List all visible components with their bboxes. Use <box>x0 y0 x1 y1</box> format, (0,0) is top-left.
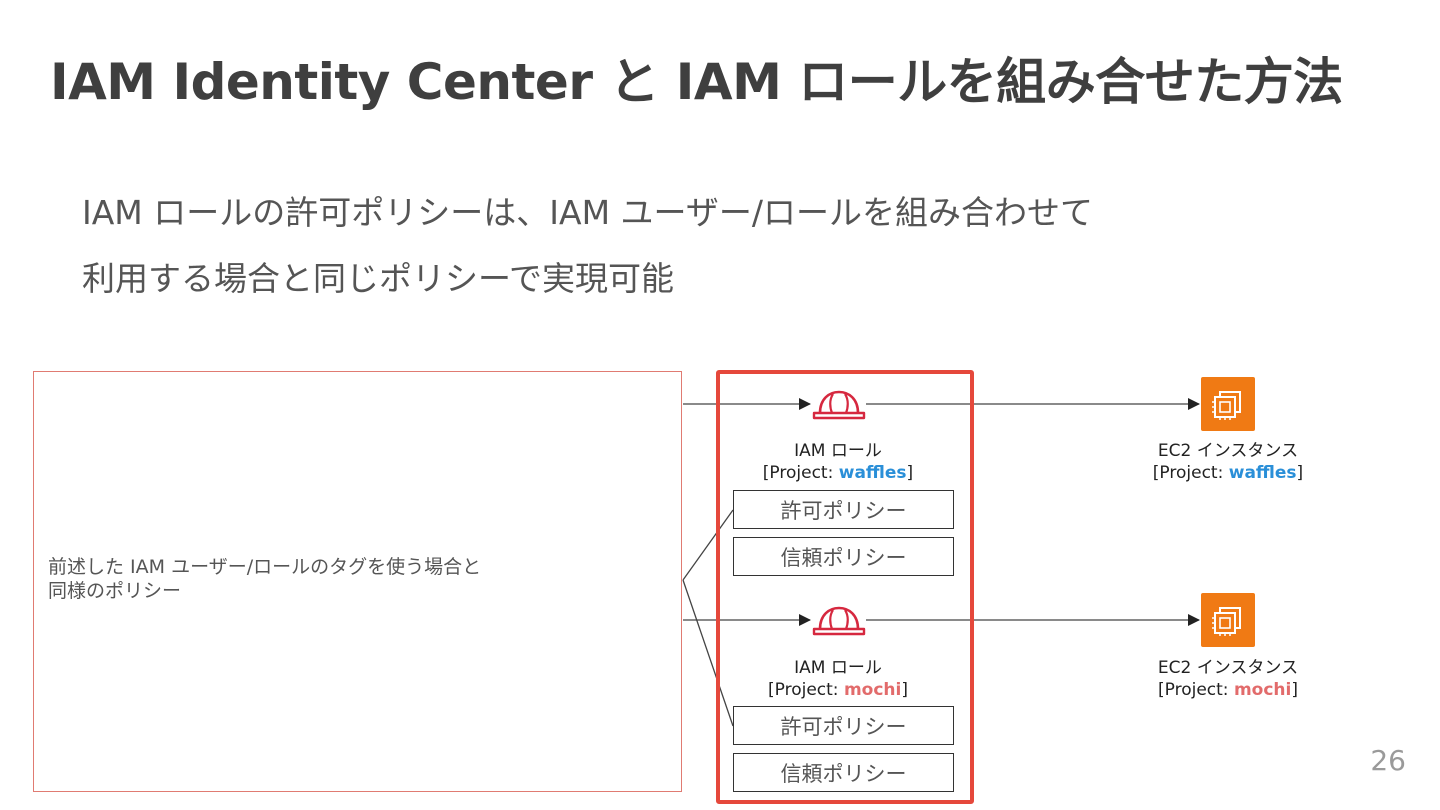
ec2-title-mochi: EC2 インスタンス <box>1157 658 1299 678</box>
ec2-tag-mochi: [Project: mochi] <box>1158 680 1298 700</box>
page-number: 26 <box>1370 744 1406 777</box>
ec2-label-waffles: EC2 インスタンス [Project: waffles] <box>1128 440 1328 484</box>
permission-policy-box-waffles: 許可ポリシー <box>733 490 954 529</box>
hard-hat-icon <box>812 606 866 636</box>
ec2-chip-icon <box>1201 593 1255 647</box>
trust-policy-box-mochi: 信頼ポリシー <box>733 753 954 792</box>
role-label-mochi: IAM ロール [Project: mochi] <box>738 657 938 701</box>
permission-policy-box-mochi: 許可ポリシー <box>733 706 954 745</box>
role-label-waffles: IAM ロール [Project: waffles] <box>738 440 938 484</box>
trust-policy-box-waffles: 信頼ポリシー <box>733 537 954 576</box>
ec2-chip-icon <box>1201 377 1255 431</box>
shared-policy-note-line-1: 前述した IAM ユーザー/ロールのタグを使う場合と <box>48 556 482 578</box>
role-highlight-frame <box>716 370 974 804</box>
body-text-line-2: 利用する場合と同じポリシーで実現可能 <box>82 259 675 298</box>
shared-policy-note: 前述した IAM ユーザー/ロールのタグを使う場合と 同様のポリシー <box>48 555 481 603</box>
shared-policy-box <box>33 371 682 792</box>
role-title-mochi: IAM ロール <box>794 658 882 678</box>
link-policy-to-permission-mochi <box>682 579 734 727</box>
ec2-label-mochi: EC2 インスタンス [Project: mochi] <box>1128 657 1328 701</box>
ec2-title-waffles: EC2 インスタンス <box>1157 441 1299 461</box>
ec2-tag-waffles: [Project: waffles] <box>1152 463 1304 483</box>
role-tag-mochi: [Project: mochi] <box>768 680 908 700</box>
link-policy-to-permission-waffles <box>682 509 734 581</box>
role-title-waffles: IAM ロール <box>794 441 882 461</box>
hard-hat-icon <box>812 390 866 420</box>
role-tag-waffles: [Project: waffles] <box>762 463 914 483</box>
body-text-line-1: IAM ロールの許可ポリシーは、IAM ユーザー/ロールを組み合わせて <box>82 193 1093 232</box>
slide-title: IAM Identity Center と IAM ロールを組み合せた方法 <box>50 53 1343 111</box>
shared-policy-note-line-2: 同様のポリシー <box>48 580 182 602</box>
